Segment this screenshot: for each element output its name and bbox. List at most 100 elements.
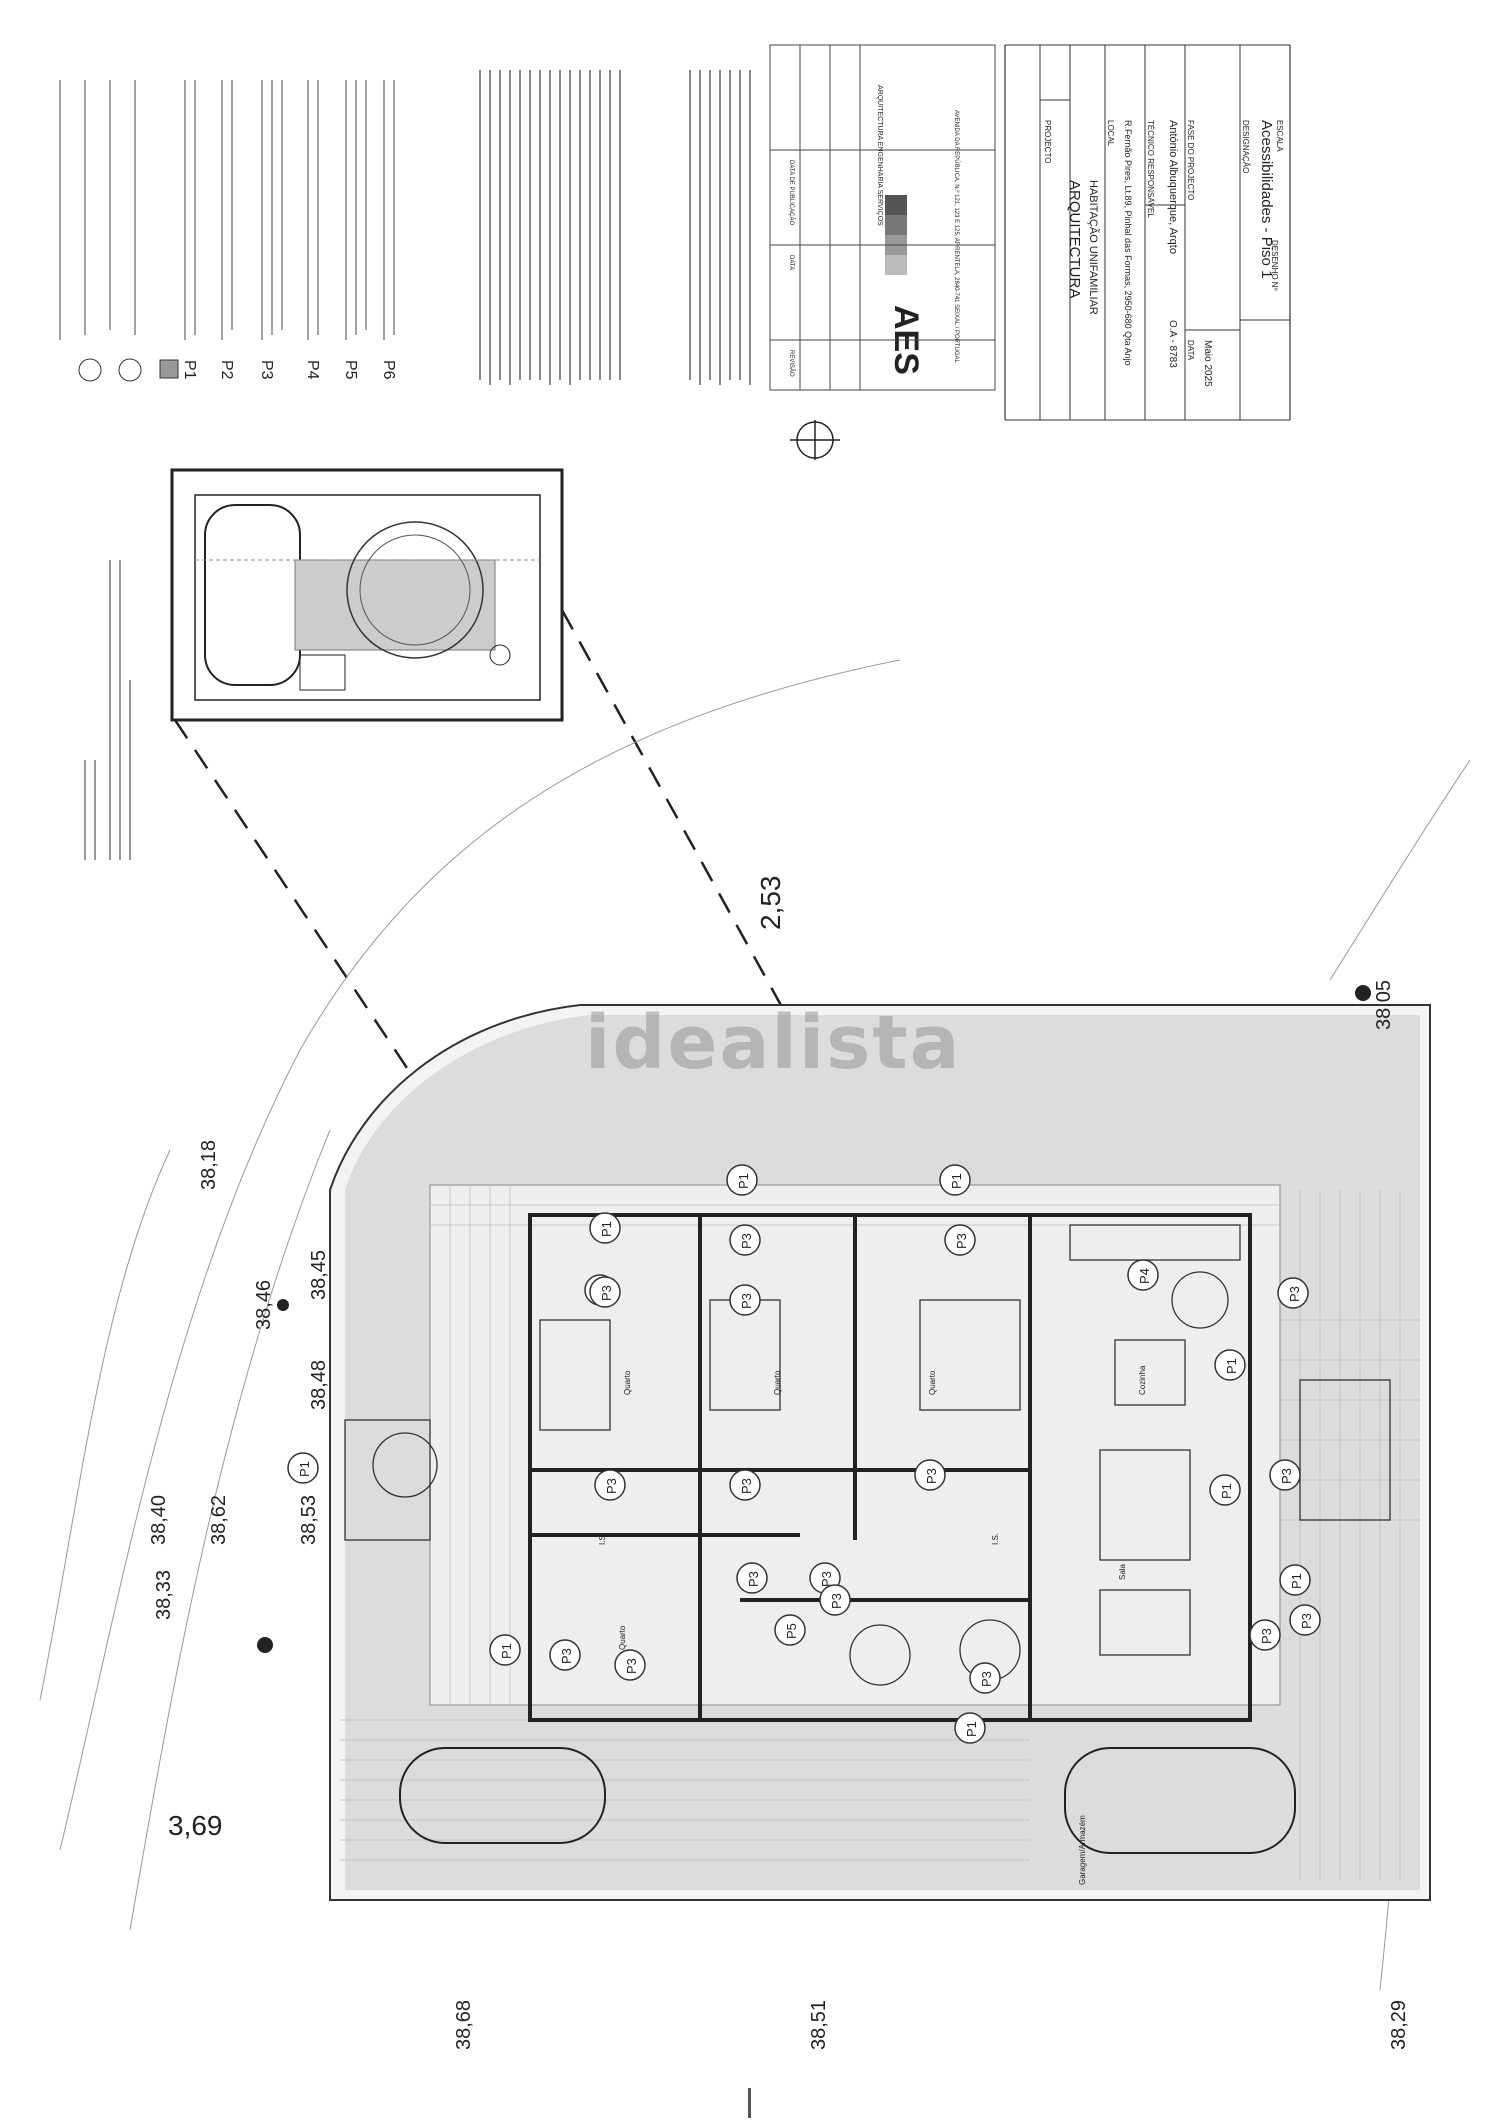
legend-code: P3 xyxy=(258,360,275,380)
elevation-label: 38,48 xyxy=(308,1360,330,1410)
site-annotations: 2,53 3,69 38,05 38,18 38,46 38,45 38,48 … xyxy=(148,876,1410,2051)
marker-code: P3 xyxy=(829,1593,844,1609)
room-name: Quarto xyxy=(928,1370,937,1395)
north-arrow-icon xyxy=(790,420,840,460)
marker-code: P1 xyxy=(736,1173,751,1189)
marker-circle xyxy=(774,1614,806,1646)
marker-code: P3 xyxy=(1287,1286,1302,1302)
marker-circle xyxy=(969,1662,1001,1694)
revision-table: REVISÃO DATA DATA DE PUBLICAÇÃO xyxy=(769,44,996,391)
project-title: ARQUITECTURA xyxy=(1066,180,1083,298)
marker-circle xyxy=(489,1634,521,1666)
room-name: Garagem/Armazém xyxy=(1078,1815,1087,1885)
marker-code: P3 xyxy=(739,1233,754,1249)
marker-code: P1 xyxy=(1224,1358,1239,1374)
dimension-label: 2,53 xyxy=(755,876,786,931)
marker-circle xyxy=(589,1276,621,1308)
marker-circle xyxy=(939,1164,971,1196)
marker-code: P3 xyxy=(604,1478,619,1494)
marker-code: P3 xyxy=(979,1671,994,1687)
marker-circle xyxy=(736,1562,768,1594)
marker-circle xyxy=(1269,1459,1301,1491)
marker-code: P3 xyxy=(746,1571,761,1587)
patio-grid xyxy=(340,1185,1420,1880)
date-value: Maio 2025 xyxy=(1202,340,1213,387)
revision-date-label: DATA xyxy=(788,255,794,270)
marker-circle xyxy=(594,1469,626,1501)
technician-label: TÉCNICO RESPONSÁVEL xyxy=(1146,120,1155,218)
marker-code: P3 xyxy=(739,1478,754,1494)
firm-services: ARQUITECTURA ENGENHARIA SERVIÇOS xyxy=(876,85,883,226)
house-walls xyxy=(528,1213,1252,1722)
revision-pub-label: DATA DE PUBLICAÇÃO xyxy=(788,160,795,225)
notes-block xyxy=(479,70,751,385)
marker-circle xyxy=(1289,1604,1321,1636)
phase-label: FASE DO PROJECTO xyxy=(1186,120,1195,200)
marker-circle xyxy=(726,1164,758,1196)
dimension-label: 3,69 xyxy=(168,1810,223,1841)
project-label: PROJECTO xyxy=(1043,120,1052,163)
drawing-no-label: DESENHO Nº xyxy=(1270,240,1279,291)
marker-code: P4 xyxy=(1137,1268,1152,1284)
marker-circle xyxy=(1214,1349,1246,1381)
elevation-label: 38,45 xyxy=(308,1250,330,1300)
marker-code: P1 xyxy=(1219,1483,1234,1499)
project-subtitle: HABITAÇÃO UNIFAMILIAR xyxy=(1087,180,1100,315)
legend-code: P2 xyxy=(218,360,235,380)
elevation-label: 38,33 xyxy=(153,1570,175,1620)
legend-code: P1 xyxy=(181,360,198,380)
elevation-label: 38,51 xyxy=(808,2000,830,2050)
bathroom-detail xyxy=(84,468,564,860)
lot-area xyxy=(329,1004,1431,1901)
marker-code: P3 xyxy=(739,1293,754,1309)
marker-circle xyxy=(944,1224,976,1256)
location-value: R.Fernão Pires, Lt.89, Pinhal das Formas… xyxy=(1123,120,1133,366)
elevation-label: 38,62 xyxy=(208,1495,230,1545)
marker-code: P3 xyxy=(924,1468,939,1484)
registration-value: O.A - 8783 xyxy=(1167,320,1178,368)
technician-value: António Albuquerque, Arqto xyxy=(1167,120,1179,254)
firm-address: AVENIDA DA REPÚBLICA, N.º 121, 123 E 125… xyxy=(953,110,960,364)
marker-circle xyxy=(1279,1564,1311,1596)
marker-circle xyxy=(1209,1474,1241,1506)
room-name: I.S. xyxy=(598,1533,607,1545)
marker-circle xyxy=(1249,1619,1281,1651)
scale-label: ESCALA xyxy=(1275,120,1284,152)
room-name: Quarto xyxy=(623,1370,632,1395)
marker-code: P1 xyxy=(964,1721,979,1737)
marker-code: P1 xyxy=(599,1221,614,1237)
room-name: I.S. xyxy=(991,1533,1000,1545)
marker-circle xyxy=(549,1639,581,1671)
room-name: Sala xyxy=(1118,1563,1127,1580)
marker-circle xyxy=(729,1224,761,1256)
marker-circle xyxy=(614,1649,646,1681)
marker-code: P1 xyxy=(949,1173,964,1189)
watermark: idealista xyxy=(585,1000,962,1086)
marker-circle xyxy=(1127,1259,1159,1291)
designation-value: Acessibilidades - Piso 1 xyxy=(1258,120,1275,278)
marker-code: P1 xyxy=(1289,1573,1304,1589)
marker-code: P3 xyxy=(624,1658,639,1674)
room-labels: Quarto Quarto Quarto Quarto Cozinha Sala… xyxy=(598,1365,1147,1885)
marker-code: P3 xyxy=(954,1233,969,1249)
room-name: Quarto xyxy=(773,1370,782,1395)
marker-code: P3 xyxy=(1299,1613,1314,1629)
marker-code: P1 xyxy=(297,1461,312,1477)
elevation-label: 38,46 xyxy=(253,1280,275,1330)
marker-code: P3 xyxy=(599,1285,614,1301)
marker-code: P3 xyxy=(1279,1468,1294,1484)
designation-label: DESIGNAÇÃO xyxy=(1241,120,1250,173)
marker-circle xyxy=(589,1212,621,1244)
marker-code: P5 xyxy=(784,1623,799,1639)
legend-code: P5 xyxy=(342,360,359,380)
room-name: Quarto xyxy=(618,1625,627,1650)
location-label: LOCAL xyxy=(1106,120,1115,147)
elevation-label: 38,05 xyxy=(1373,980,1395,1030)
marker-code: P3 xyxy=(1259,1628,1274,1644)
title-block: PROJECTO ARQUITECTURA HABITAÇÃO UNIFAMIL… xyxy=(1004,44,1291,421)
elevation-label: 38,53 xyxy=(298,1495,320,1545)
elevation-label: 38,18 xyxy=(198,1140,220,1190)
survey-points xyxy=(257,985,1371,1653)
